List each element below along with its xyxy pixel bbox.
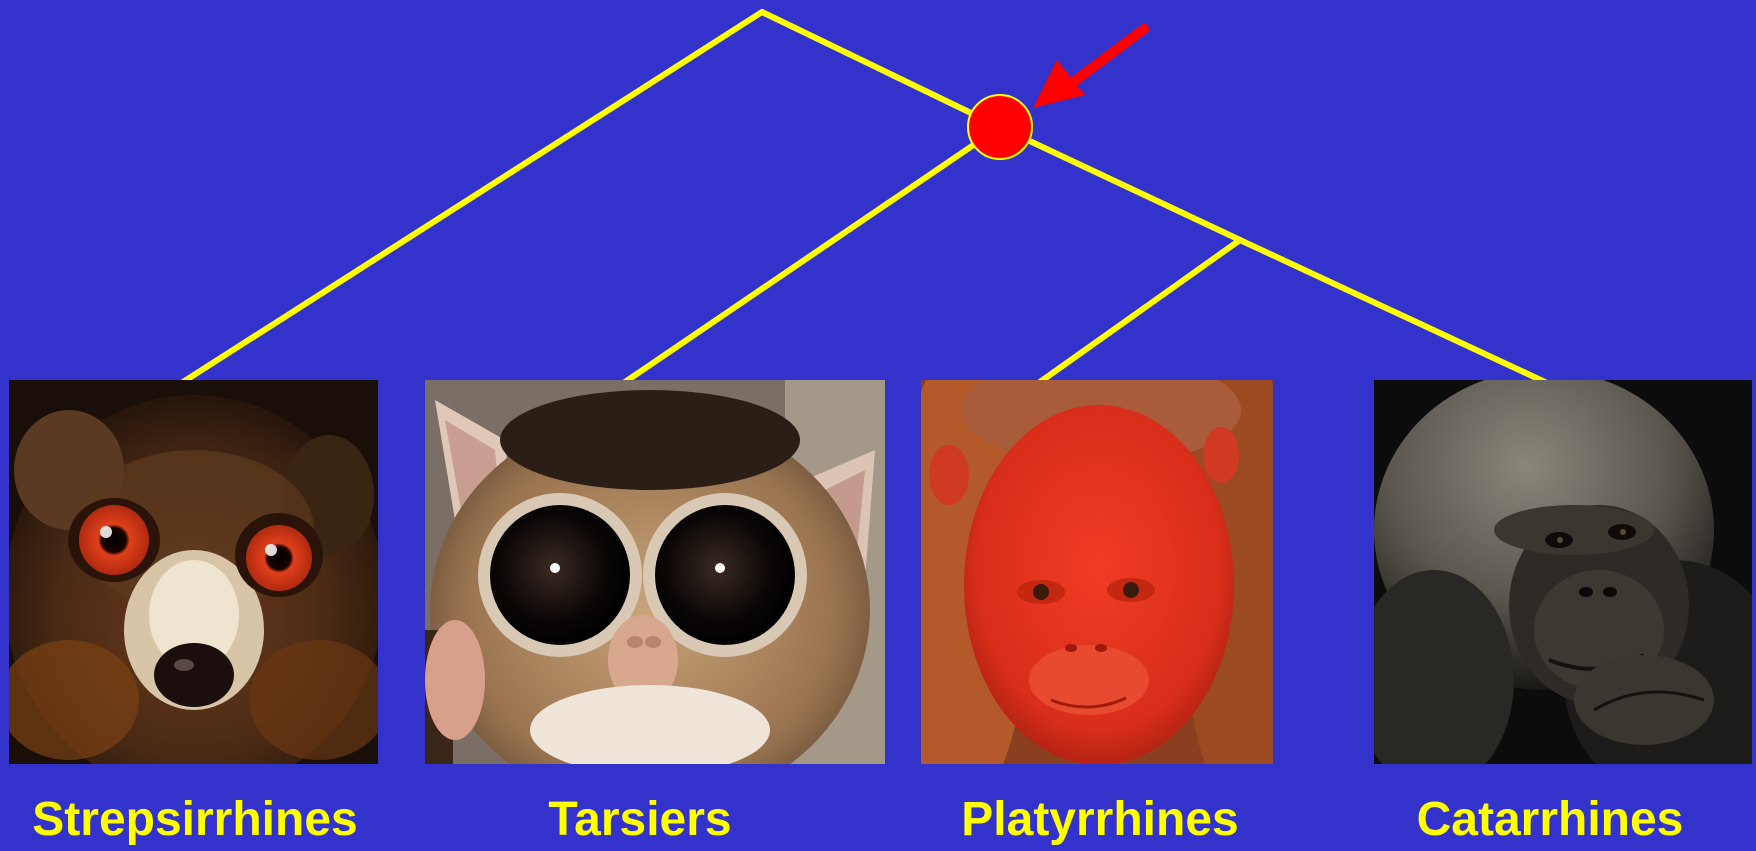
branch-haplorhine-node-to-anthropoid-node	[1000, 127, 1240, 240]
branch-anthropoid-node-to-platyrrhines	[1040, 240, 1240, 382]
haplorhine-node-marker	[968, 95, 1032, 159]
lemur-photo	[9, 380, 378, 764]
taxon-label-platyrrhines: Platyrrhines	[920, 792, 1280, 848]
arrow-pointing-to-node	[1033, 29, 1144, 108]
branch-root-to-haplorhine-node	[762, 12, 1000, 127]
taxon-label-strepsirrhines: Strepsirrhines	[0, 792, 390, 848]
chimpanzee-photo	[1374, 380, 1752, 764]
tarsier-photo	[425, 380, 885, 764]
branch-root-to-strepsirrhines	[183, 12, 762, 382]
taxon-label-catarrhines: Catarrhines	[1370, 792, 1730, 848]
uakari-photo	[921, 380, 1273, 764]
taxon-label-tarsiers: Tarsiers	[470, 792, 810, 848]
branch-anthropoid-node-to-catarrhines	[1240, 240, 1545, 382]
branch-haplorhine-node-to-tarsiers	[625, 127, 1000, 382]
